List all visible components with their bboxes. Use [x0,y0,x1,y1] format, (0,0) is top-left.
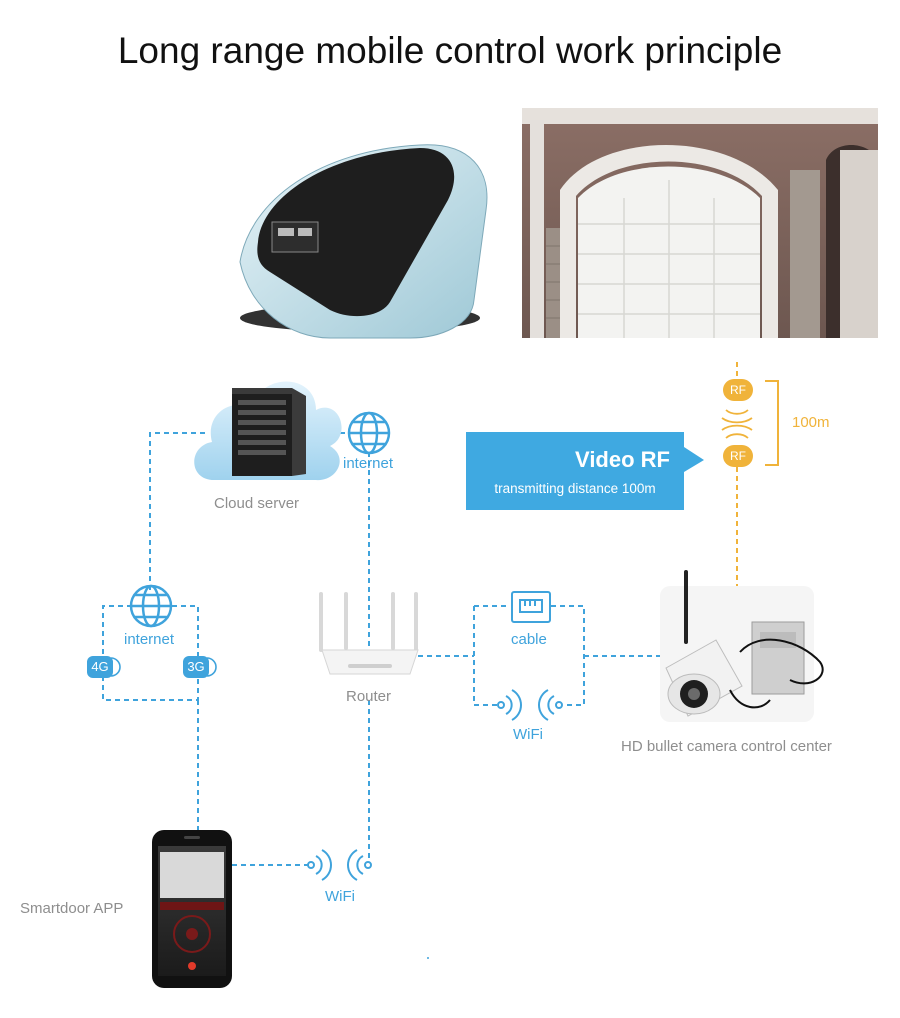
router-icon [319,592,419,675]
badge-3g-shape [183,656,217,678]
rf-badge-top-shape [721,379,753,424]
garage-house-image [522,108,878,338]
connection-lines [102,432,660,866]
label-distance: 100m [792,414,830,431]
callout-subtitle: transmitting distance 100m [494,481,656,496]
cable-icon [511,591,551,623]
callout-title: Video RF [575,447,670,472]
stray-dot [427,957,429,959]
label-cable: cable [511,631,547,648]
label-router: Router [346,688,392,705]
video-rf-callout-shape [466,432,704,510]
label-wifi-bottom: WiFi [325,888,355,905]
label-smartdoor-app: Smartdoor APP [20,900,124,917]
badge-4g: 4G [91,659,109,674]
smartphone-image [152,830,232,988]
wifi-waves-bottom [307,849,372,881]
distance-bracket [765,380,779,466]
line-cable-top-right [551,605,585,706]
label-camera-center: HD bullet camera control center [621,738,832,755]
internet-globe-icon-top [347,411,391,455]
badge-3g: 3G [187,659,205,674]
cloud-server-icon [194,381,342,481]
label-internet-left: internet [124,631,175,648]
rf-badge-top: RF [730,383,746,397]
label-cloud-server: Cloud server [214,495,300,512]
diagram-title: Long range mobile control work principle [117,30,783,71]
badge-4g-shape [87,656,121,678]
door-opener-image [239,144,488,339]
line-cable-left [473,606,497,706]
rf-badge-bottom: RF [730,449,746,463]
camera-device-image [660,570,824,722]
internet-globe-icon-left [129,584,173,628]
line-cloud-left [149,432,205,590]
line-internet-box [102,605,199,701]
label-wifi-right: WiFi [513,726,543,743]
rf-badge-bottom-shape [721,424,753,467]
label-internet-top: internet [343,455,394,472]
wifi-waves-right [497,689,563,721]
